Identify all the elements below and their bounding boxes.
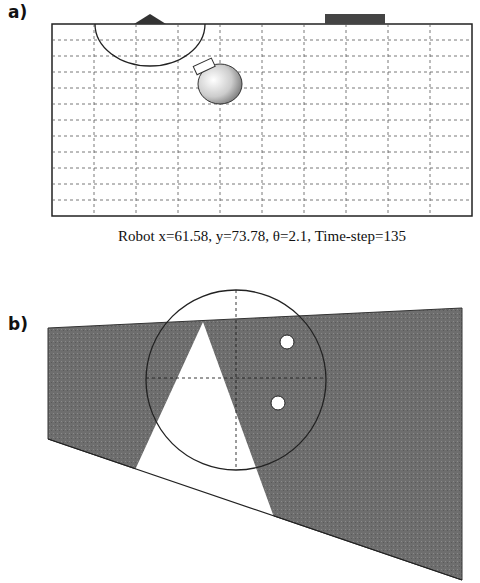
panel-label: a): [8, 2, 27, 22]
panel-label: b): [8, 314, 28, 334]
robot: [193, 58, 242, 104]
light-source: [134, 14, 166, 24]
caption-text: Robot x=61.58, y=73.78, θ=2.1, Time-step…: [116, 228, 408, 245]
arena: [52, 14, 472, 216]
sensor-range: [95, 24, 205, 66]
view-field: [48, 290, 462, 580]
obstacle: [325, 14, 385, 24]
sensor-circle: [146, 290, 326, 470]
